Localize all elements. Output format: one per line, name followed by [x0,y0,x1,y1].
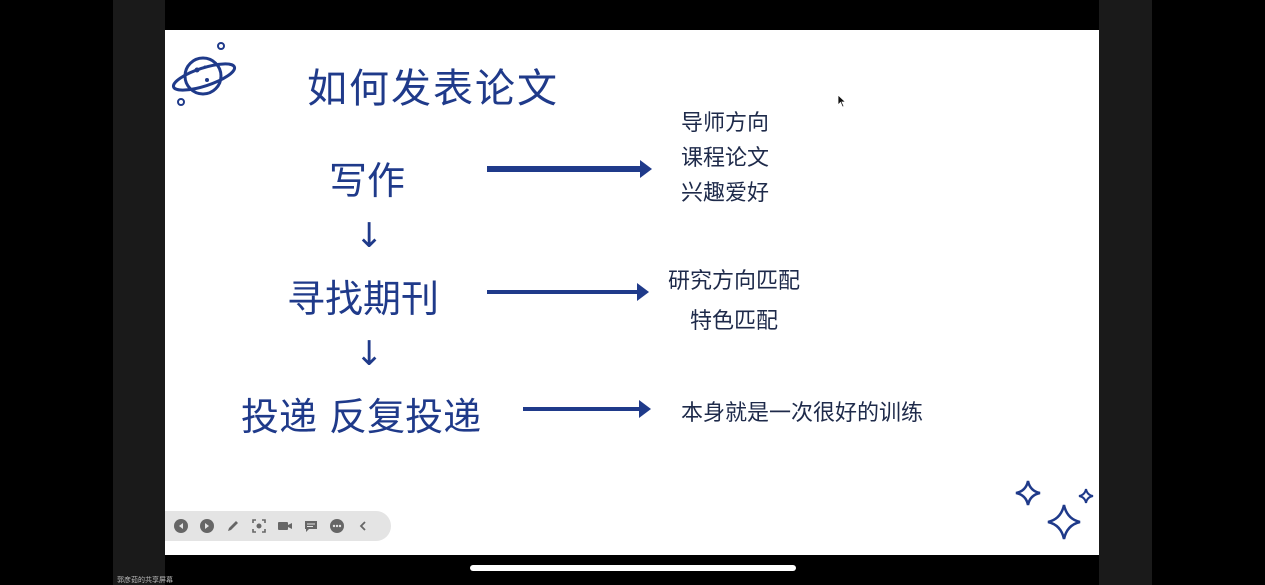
more-icon[interactable] [329,518,345,534]
note-item: 兴趣爱好 [681,181,770,206]
share-caption: 郭彦茹的共享屏幕 [117,576,173,584]
step-submit: 投递 反复投递 [241,395,482,439]
arrow-submit-to-notes [523,400,651,418]
shared-slide: 如何发表论文 写作 导师方向 课程论文 兴趣爱好 ↓ 寻找期刊 研究方向匹配 特… [165,30,1099,555]
mouse-cursor-icon [837,94,847,108]
note-item: 导师方向 [681,111,770,136]
annotation-toolbar [165,511,391,541]
slide-title: 如何发表论文 [307,66,559,112]
sparkle-icon [1015,480,1094,540]
next-icon[interactable] [199,518,215,534]
down-arrow: ↓ [355,334,384,374]
notes-write: 导师方向 课程论文 兴趣爱好 [681,106,769,211]
pen-icon[interactable] [225,518,241,534]
note-item: 课程论文 [681,146,770,171]
note-item: 特色匹配 [690,309,779,334]
arrow-journal-to-notes [487,283,649,301]
previous-icon[interactable] [173,518,189,534]
collapse-icon[interactable] [355,518,371,534]
note-item: 研究方向匹配 [668,269,801,294]
arrow-write-to-notes [487,160,652,178]
right-letterbox [1099,0,1152,585]
note-item: 本身就是一次很好的训练 [681,401,924,426]
camera-icon[interactable] [277,518,293,534]
screenshot-icon[interactable] [251,518,267,534]
left-letterbox [113,0,165,585]
step-write: 写作 [329,159,406,203]
step-find-journal: 寻找期刊 [287,277,440,321]
notes-submit: 本身就是一次很好的训练 [681,396,923,431]
notes-find-journal: 研究方向匹配 特色匹配 [668,262,800,342]
comment-icon[interactable] [303,518,319,534]
home-indicator[interactable] [470,565,796,571]
planet-icon [171,42,237,106]
down-arrow: ↓ [355,216,384,256]
